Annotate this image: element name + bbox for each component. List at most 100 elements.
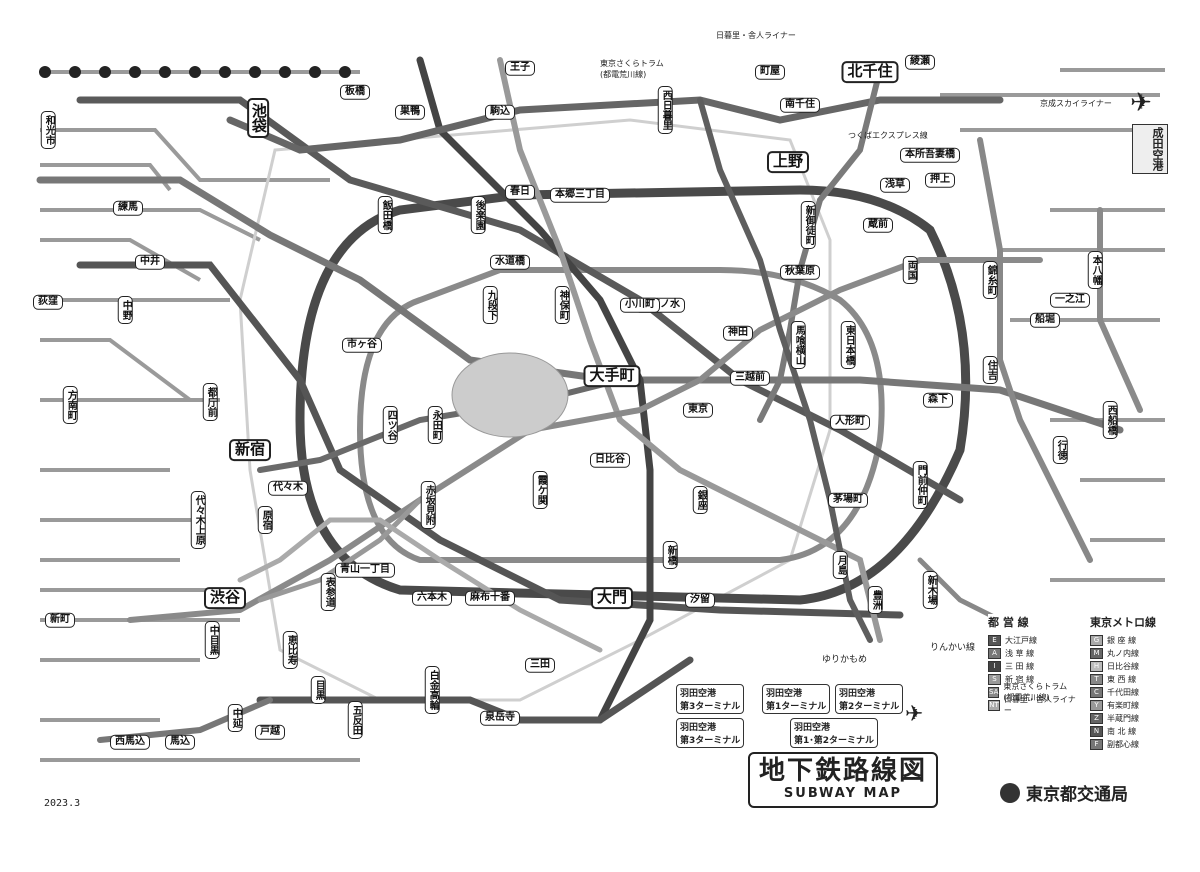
haneda-3b-label: 羽田空港 第3ターミナル	[676, 718, 745, 748]
station-kasuga: 春日	[505, 184, 535, 200]
toei-line-swatch: I	[988, 660, 1001, 672]
station-ginza: 銀座	[692, 486, 708, 514]
metro-line-name: 副都心線	[1107, 739, 1139, 749]
station-shibuya: 渋谷	[203, 587, 247, 609]
station-motoyawata: 本八幡	[1087, 251, 1103, 289]
station-nagatacho: 永田町	[427, 406, 443, 444]
metro-line-swatch: T	[1090, 673, 1103, 685]
metro-line-name: 銀 座 線	[1107, 635, 1137, 645]
station-azabujuban: 麻布十番	[465, 590, 515, 606]
station-gotanda: 五反田	[347, 701, 363, 739]
station-shinokachimachi: 新御徒町	[800, 201, 816, 249]
station-shinkiba: 新木場	[922, 571, 938, 609]
station-oshiage: 押上	[925, 172, 955, 188]
station-kayabacho: 茅場町	[828, 492, 868, 508]
station-kudanshita: 九段下	[482, 286, 498, 324]
sakura-tram-label: 東京さくらトラム (都電荒川線)	[600, 59, 664, 79]
publisher: 東京都交通局	[1000, 780, 1128, 805]
station-ayase: 綾瀬	[905, 54, 935, 70]
haneda-12-label: 羽田空港 第1･第2ターミナル	[790, 718, 879, 748]
station-funabori: 船堀	[1030, 312, 1060, 328]
map-title-jp: 地下鉄路線図	[758, 756, 927, 786]
toei-line-swatch: E	[988, 634, 1001, 646]
station-ichinoe: 一之江	[1050, 292, 1090, 308]
metro-line-swatch: M	[1090, 647, 1103, 659]
metro-line-name: 丸ノ内線	[1107, 648, 1139, 658]
station-sengakuji: 泉岳寺	[480, 710, 520, 726]
metro-line-swatch: G	[1090, 634, 1103, 646]
station-sumiyoshi: 住吉	[982, 356, 998, 384]
station-ryogoku: 両国	[902, 256, 918, 284]
station-nishifunabashi: 西船橋	[1102, 401, 1118, 439]
toei-line-swatch: A	[988, 647, 1001, 659]
station-kasumigaseki: 霞ケ関	[532, 471, 548, 509]
station-ningyocho: 人形町	[830, 414, 870, 430]
map-title-box: 地下鉄路線図 SUBWAY MAP	[748, 752, 938, 808]
station-ikebukuro: 池袋	[247, 98, 269, 138]
station-yotsuya: 四ツ谷	[382, 406, 398, 444]
metro-line-swatch: H	[1090, 660, 1103, 672]
legend-toei-title: 都 営 線	[988, 616, 1029, 629]
metro-line-swatch: N	[1090, 725, 1103, 737]
station-jimbocho: 神保町	[554, 286, 570, 324]
station-monzennakacho: 門前仲町	[912, 461, 928, 509]
station-ebisu: 恵比寿	[282, 631, 298, 669]
station-akihabara: 秋葉原	[780, 264, 820, 280]
map-title-en: SUBWAY MAP	[783, 786, 903, 801]
metro-legend-row: M 丸ノ内線	[1090, 647, 1170, 659]
station-kanda: 神田	[723, 325, 753, 341]
station-mitsukoshimae: 三越前	[730, 370, 770, 386]
haneda-3-label: 羽田空港 第3ターミナル	[676, 684, 745, 714]
station-nishinippori: 西日暮里	[657, 86, 673, 134]
station-tokyo: 東京	[683, 402, 713, 418]
toei-line-name: 三 田 線	[1005, 661, 1035, 671]
station-mita: 三田	[525, 657, 555, 673]
station-iidabashi: 飯田橋	[377, 196, 393, 234]
metro-line-name: 南 北 線	[1107, 726, 1137, 736]
station-kitasenju: 北千住	[841, 61, 899, 83]
station-togoshi: 戸越	[255, 724, 285, 740]
station-ogikubo: 荻窪	[33, 294, 63, 310]
station-akasakamitsuke: 赤坂見附	[420, 481, 436, 529]
toei-line-swatch: SA	[988, 686, 1000, 698]
station-shirokanetakanawa: 白金高輪	[424, 666, 440, 714]
map-date: 2023.3	[44, 798, 81, 809]
station-morishita: 森下	[923, 392, 953, 408]
station-aoyamaitchome: 青山一丁目	[335, 562, 395, 578]
station-nishimagome: 西馬込	[110, 734, 150, 750]
station-shiodome: 汐留	[685, 592, 715, 608]
airplane-icon: ✈	[1130, 88, 1152, 118]
station-asakusa: 浅草	[880, 177, 910, 193]
toei-line-swatch: S	[988, 673, 1001, 685]
haneda-1-label: 羽田空港 第1ターミナル	[762, 684, 831, 714]
station-gyotoku: 行徳	[1052, 436, 1068, 464]
toei-line-name: 浅 草 線	[1005, 648, 1035, 658]
station-tsukishima: 月島	[832, 551, 848, 579]
station-nakai: 中井	[135, 254, 165, 270]
station-machiya: 町屋	[755, 64, 785, 80]
station-toyosu: 豊洲	[867, 586, 883, 614]
metro-line-swatch: Y	[1090, 699, 1103, 711]
oedo-loop	[295, 185, 971, 605]
station-hibiya: 日比谷	[590, 452, 630, 468]
toei-legend-row: E 大江戸線	[988, 634, 1076, 646]
station-shinmachi: 新町	[45, 612, 75, 628]
station-honancho: 方南町	[62, 386, 78, 424]
top-station-dots	[39, 66, 351, 78]
toei-line-name: 大江戸線	[1005, 635, 1037, 645]
metro-line-name: 日比谷線	[1107, 661, 1139, 671]
station-kuramae: 蔵前	[863, 217, 893, 233]
station-wakoshi: 和光市	[40, 111, 56, 149]
station-ichigaya: 市ヶ谷	[342, 337, 382, 353]
skyliner-label: 京成スカイライナー	[1040, 99, 1112, 108]
